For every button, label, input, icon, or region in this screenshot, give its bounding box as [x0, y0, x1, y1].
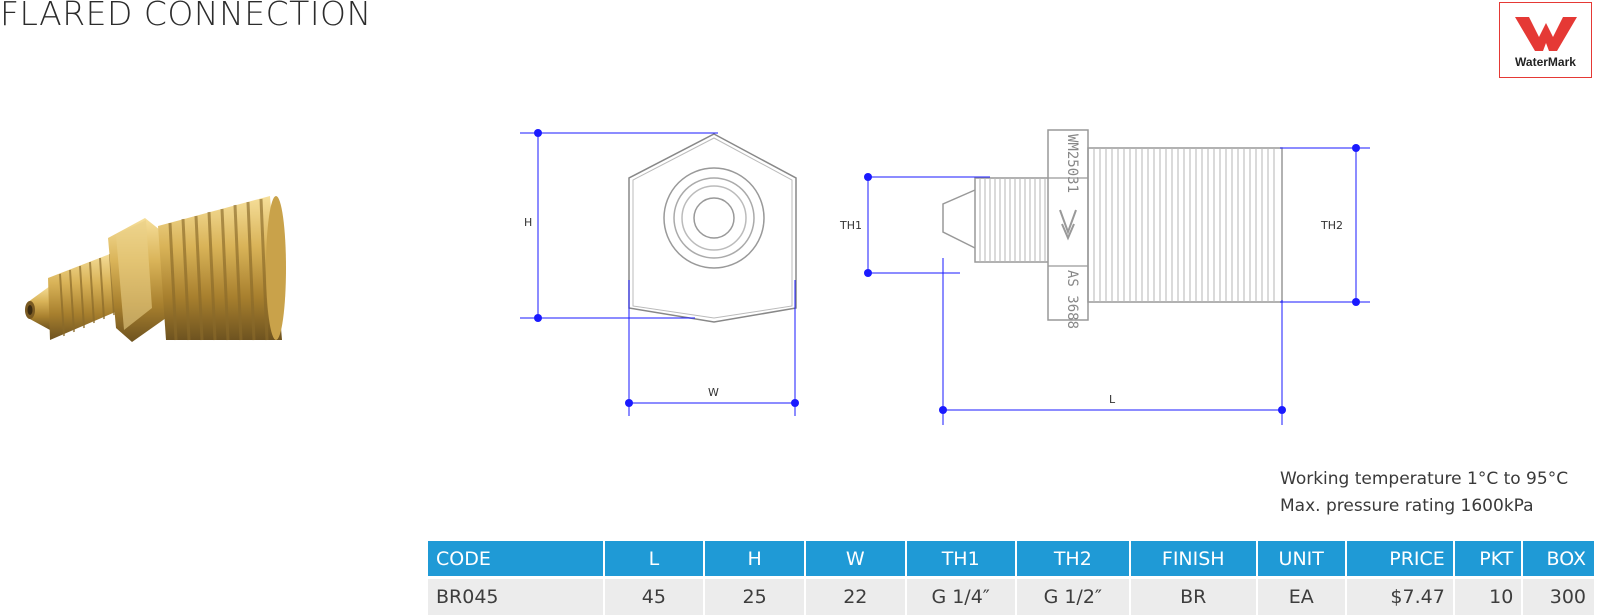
column-header: W	[805, 541, 905, 576]
marking-bottom: AS 3688	[1064, 270, 1080, 329]
column-header: BOX	[1523, 541, 1594, 576]
column-header: TH2	[1016, 541, 1129, 576]
hex-end-view	[628, 133, 797, 323]
cell-code: BR045	[428, 576, 603, 615]
cell-pkt: 10	[1454, 576, 1522, 615]
cell-box: 300	[1523, 576, 1594, 615]
l-dimension-point	[939, 406, 947, 414]
pressure-rating: Max. pressure rating 1600kPa	[1280, 496, 1534, 516]
th2-label: TH2	[1320, 219, 1343, 232]
th2-dimension-point	[1352, 144, 1360, 152]
column-header: PRICE	[1346, 541, 1453, 576]
side-view: WM25031 AS 3688	[942, 129, 1283, 329]
w-label: W	[708, 386, 719, 399]
column-header: UNIT	[1257, 541, 1345, 576]
h-dimension-point	[534, 314, 542, 322]
th1-dimension-point	[864, 173, 872, 181]
l-dimension	[942, 258, 1283, 425]
w-dimension	[628, 280, 796, 416]
marking-top: WM25031	[1064, 134, 1080, 193]
l-dimension-point	[1278, 406, 1286, 414]
column-header: H	[705, 541, 804, 576]
cell-w: 22	[805, 576, 905, 615]
cell-l: 45	[604, 576, 704, 615]
watermark-engraving-icon	[1059, 209, 1077, 241]
cell-th1: G 1/4″	[906, 576, 1015, 615]
column-header: L	[604, 541, 704, 576]
product-table: CODE L H W TH1 TH2 FINISH UNIT PRICE PKT…	[426, 541, 1596, 615]
watermark-logo-icon	[1515, 17, 1577, 51]
technical-drawing: H W WM25031 AS 3688	[520, 129, 1370, 425]
watermark-logo: WaterMark	[1499, 2, 1592, 78]
h-label: H	[524, 216, 532, 229]
specification-notes: Working temperature 1°C to 95°C Max. pre…	[1280, 466, 1568, 520]
h-dimension-point	[534, 129, 542, 137]
column-header: PKT	[1454, 541, 1522, 576]
cell-unit: EA	[1257, 576, 1345, 615]
table-row: BR045 45 25 22 G 1/4″ G 1/2″ BR EA $7.47…	[428, 576, 1594, 615]
page-title: FLARED CONNECTION	[0, 0, 372, 33]
column-header: TH1	[906, 541, 1015, 576]
cell-th2: G 1/2″	[1016, 576, 1129, 615]
w-dimension-point	[625, 399, 633, 407]
th1-label: TH1	[839, 219, 862, 232]
working-temperature: Working temperature 1°C to 95°C	[1280, 469, 1569, 489]
th1-dimension	[865, 176, 990, 274]
th1-dimension-point	[864, 269, 872, 277]
h-dimension	[520, 132, 718, 319]
column-header: FINISH	[1130, 541, 1256, 576]
table-header-row: CODE L H W TH1 TH2 FINISH UNIT PRICE PKT…	[428, 541, 1594, 576]
cell-finish: BR	[1130, 576, 1256, 615]
l-label: L	[1109, 393, 1116, 406]
watermark-logo-text: WaterMark	[1515, 55, 1576, 69]
product-photo	[25, 196, 286, 342]
cell-h: 25	[705, 576, 804, 615]
column-header: CODE	[428, 541, 603, 576]
th2-dimension-point	[1352, 298, 1360, 306]
cell-price: $7.47	[1346, 576, 1453, 615]
w-dimension-point	[791, 399, 799, 407]
